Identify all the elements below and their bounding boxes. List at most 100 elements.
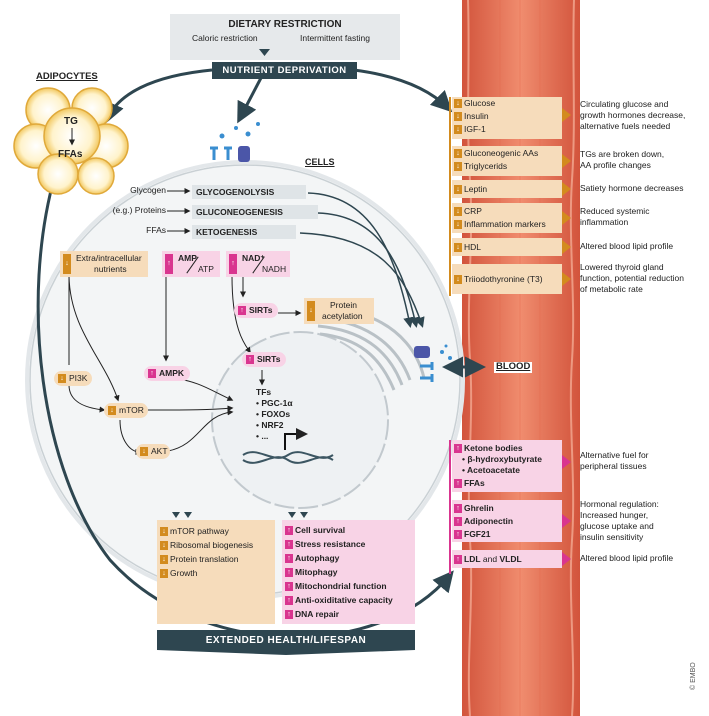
cells-title: CELLS (305, 157, 335, 167)
acetoacetate-label: Acetoacetate (467, 465, 520, 475)
nutrients-label-2: nutrients (94, 264, 127, 274)
ldl-label: LDL (464, 554, 481, 564)
glucose-note-3: alternative fuels needed (580, 121, 671, 131)
leptin-label: Leptin (464, 184, 488, 194)
gluconeogenic-aas-label: Gluconeogenic AAs (464, 148, 539, 158)
up-arrow-icon: ↑ (454, 443, 462, 453)
down-arrow-icon: ↓ (454, 219, 462, 229)
up-arrow-icon: ↑ (285, 581, 293, 591)
header-background (170, 14, 400, 60)
extended-health-label: EXTENDED HEALTH/LIFESPAN (205, 635, 367, 646)
proteins-label: (e.g.) Proteins (112, 205, 166, 215)
sirts-pill-1: ↑ SIRTs (234, 303, 278, 318)
up-arrow-icon: ↑ (165, 254, 173, 274)
hormones-note-3: glucose uptake and (580, 521, 654, 531)
up-arrow-icon: ↑ (454, 503, 462, 513)
sirts-label-1: SIRTs (249, 305, 273, 315)
tg-label: TG (64, 116, 78, 127)
down-arrow-icon: ↓ (160, 526, 168, 536)
down-arrow-icon: ↓ (454, 184, 462, 194)
crp-note-2: inflammation (580, 217, 629, 227)
down-arrow-icon: ↓ (160, 540, 168, 550)
tf-item: • PGC-1α (256, 398, 293, 408)
amp-label: AMP (178, 253, 197, 263)
t3-note-2: function, potential reduction (580, 273, 684, 283)
tf-item: • NRF2 (256, 420, 284, 430)
outcomes-down-box (157, 520, 275, 624)
akt-pill: ↓ AKT (136, 444, 170, 459)
outcome-down-item: mTOR pathway (170, 526, 229, 536)
down-arrow-icon: ↓ (454, 98, 462, 108)
embo-credit: © EMBO (690, 662, 697, 690)
adipocyte-cluster (13, 87, 129, 195)
up-arrow-icon: ↑ (454, 554, 462, 564)
t3-box (452, 264, 562, 294)
intermittent-fasting-label: Intermittent fasting (300, 33, 370, 43)
hormones-box (452, 500, 562, 542)
hdl-note: Altered blood lipid profile (580, 241, 674, 251)
up-arrow-icon: ↑ (285, 595, 293, 605)
membrane-receptors-top (210, 122, 260, 162)
glucose-note-2: growth hormones decrease, (580, 110, 686, 120)
aa-note-2: AA profile changes (580, 160, 651, 170)
and-label: and (482, 554, 498, 564)
up-arrow-icon: ↑ (454, 478, 462, 488)
down-arrow-icon: ↓ (454, 124, 462, 134)
outcome-down-item: Ribosomal biogenesis (170, 540, 254, 550)
hormones-note-4: insulin sensitivity (580, 532, 644, 542)
t3-label: Triiodothyronine (T3) (464, 274, 543, 284)
ketogenesis-box: KETOGENESIS (192, 225, 296, 239)
leptin-note: Satiety hormone decreases (580, 183, 684, 193)
blood-title: BLOOD (494, 361, 533, 373)
down-arrow-icon: ↓ (454, 206, 462, 216)
sirts-label-2: SIRTs (257, 354, 281, 364)
up-arrow-icon: ↑ (229, 254, 237, 274)
outcome-up-item: Autophagy (295, 553, 340, 563)
ketone-bodies-label: Ketone bodies (464, 443, 523, 453)
nadh-label: NADH (262, 264, 287, 274)
outcome-down-item: Protein translation (170, 554, 239, 564)
ldl-note: Altered blood lipid profile (580, 553, 674, 563)
down-arrow-icon: ↓ (140, 447, 148, 456)
glucose-note-1: Circulating glucose and (580, 99, 669, 109)
down-arrow-icon: ↓ (63, 254, 71, 274)
up-arrow-icon: ↑ (454, 516, 462, 526)
aa-box (452, 146, 562, 176)
dietary-restriction-title: DIETARY RESTRICTION (228, 19, 342, 30)
glycogenolysis-box: GLYCOGENOLYSIS (192, 185, 306, 199)
mtor-pill: ↓ mTOR (104, 403, 148, 418)
nad-label: NAD⁺ (242, 253, 265, 263)
nutrients-box: ↓ Extra/intracellular nutrients (60, 251, 148, 277)
up-arrow-icon: ↑ (285, 609, 293, 619)
sirts-pill-2: ↑ SIRTs (242, 352, 286, 367)
up-arrow-icon: ↑ (246, 355, 254, 364)
down-arrow-icon: ↓ (454, 148, 462, 158)
adiponectin-label: Adiponectin (464, 516, 514, 526)
crp-note-1: Reduced systemic (580, 206, 650, 216)
nucleus (211, 331, 389, 509)
beta-hydroxybutyrate-label: β-hydroxybutyrate (467, 454, 542, 464)
up-arrow-icon: ↑ (285, 539, 293, 549)
glucose-box (452, 97, 562, 139)
fgf21-label: FGF21 (464, 529, 491, 539)
crp-box (452, 203, 562, 233)
down-arrow-icon: ↓ (454, 161, 462, 171)
down-arrow-icon: ↓ (160, 554, 168, 564)
outcome-up-item: Mitochondrial function (295, 581, 387, 591)
tf-item: • FOXOs (256, 409, 291, 419)
inflammation-markers-label: Inflammation markers (464, 219, 546, 229)
up-arrow-icon: ↑ (285, 567, 293, 577)
vldl-label: VLDL (499, 554, 522, 564)
nutrient-deprivation-banner: NUTRIENT DEPRIVATION (212, 62, 357, 79)
up-arrow-icon: ↑ (285, 553, 293, 563)
up-arrow-icon: ↑ (148, 369, 156, 378)
ghrelin-label: Ghrelin (464, 503, 494, 513)
outcome-down-item: Growth (170, 568, 198, 578)
pi3k-pill: ↓ PI3K (54, 371, 92, 386)
t3-note-3: of metabolic rate (580, 284, 643, 294)
adipocytes-title: ADIPOCYTES (36, 71, 98, 82)
hormones-note-2: Increased hunger, (580, 510, 649, 520)
glycogen-label: Glycogen (130, 185, 166, 195)
amp-atp-box: ↑ AMP ATP (162, 251, 220, 277)
down-arrow-icon: ↓ (58, 374, 66, 383)
